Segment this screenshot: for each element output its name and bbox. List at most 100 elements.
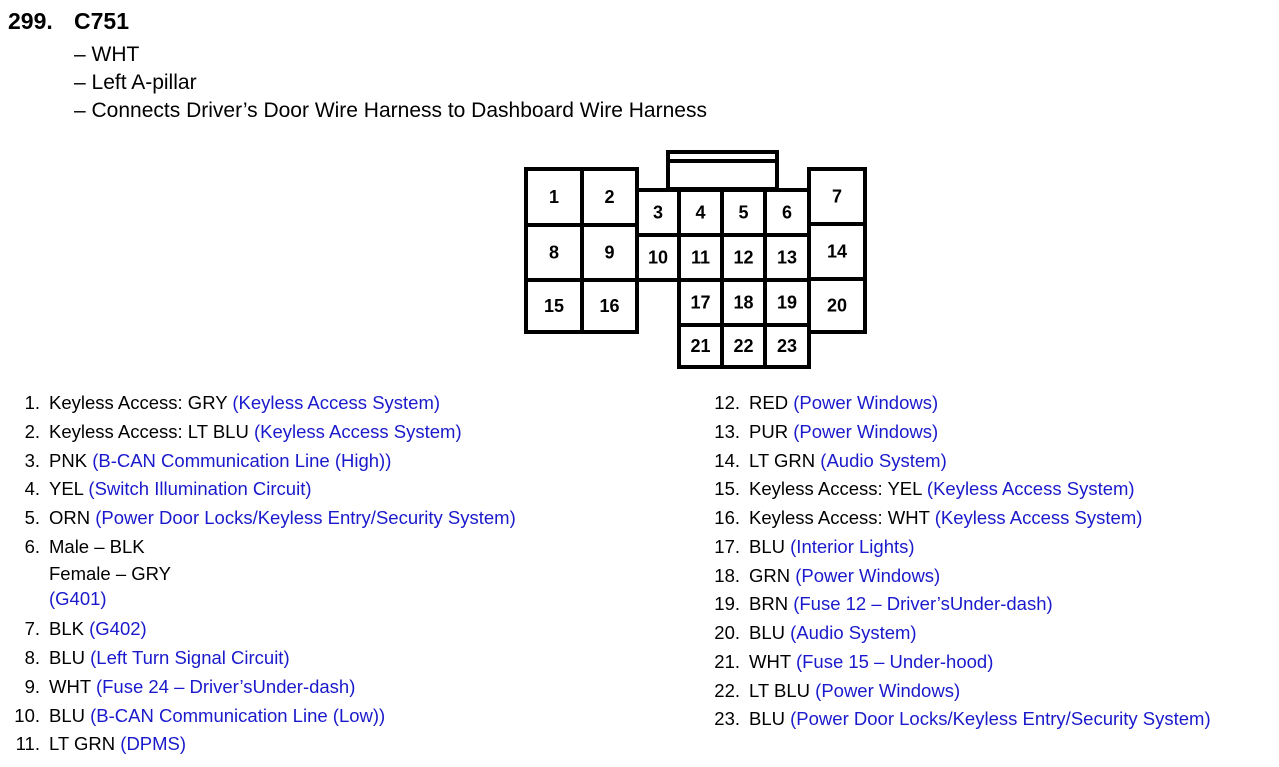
pin-circuit-link[interactable]: (Keyless Access System) [253, 420, 462, 442]
pin-number: 23. [714, 708, 740, 730]
pin-wire: LT BLU [749, 679, 811, 701]
pin-cell-label: 21 [690, 336, 710, 356]
pin-number: 22. [714, 679, 740, 701]
pin-list-item: 7.BLK (G402) [0, 615, 147, 644]
pin-circuit-link[interactable]: (Audio System) [790, 622, 917, 643]
pin-list-item: 10.BLU (B-CAN Communication Line (Low)) [0, 702, 385, 731]
pin-circuit-link[interactable]: (G402) [89, 618, 147, 640]
pin-circuit-link[interactable]: (Power Windows) [793, 392, 939, 413]
pin-cell: 17 [677, 278, 724, 327]
pin-wire: LT GRN [49, 733, 116, 755]
pin-circuit-link[interactable]: (G401) [49, 588, 107, 610]
pin-number: 1. [24, 392, 40, 413]
pin-list-item: 13.PUR (Power Windows) [700, 418, 938, 447]
pin-wire: ORN [49, 507, 91, 528]
pin-list-item: 17.BLU (Interior Lights) [700, 533, 915, 562]
pin-circuit-link[interactable]: (Power Windows) [815, 679, 961, 701]
pin-cell-box [524, 223, 584, 282]
pin-circuit-link[interactable]: (Fuse 24 – Driver’sUnder-dash) [95, 675, 356, 697]
connector-color: – WHT [74, 43, 140, 66]
pin-cell: 4 [677, 188, 724, 237]
pin-list-item: 19.BRN (Fuse 12 – Driver’sUnder-dash) [700, 590, 1053, 619]
pin-cell-label: 8 [549, 242, 559, 262]
pin-wire: GRN [749, 564, 791, 586]
pin-cell-label: 14 [827, 241, 847, 261]
page-title: 299. C751 [8, 8, 129, 35]
pin-cell: 10 [635, 233, 681, 282]
pin-number: 9. [24, 675, 40, 697]
pin-number: 18. [714, 564, 740, 586]
connector-code: C751 [74, 8, 129, 34]
pin-cell-label: 7 [832, 186, 842, 206]
pin-number: 3. [24, 449, 40, 471]
pin-circuit-link[interactable]: (Switch Illumination Circuit) [88, 478, 312, 500]
pin-wire: LT GRN [749, 449, 816, 471]
pin-cell-label: 17 [690, 292, 710, 312]
pin-number: 5. [24, 507, 40, 528]
pin-number: 8. [24, 647, 40, 669]
pin-cell: 22 [720, 323, 767, 369]
pin-list-item: 23. BLU (Power Door Locks/Keyless Entry/S… [700, 705, 1211, 734]
pin-circuit-link[interactable]: (B-CAN Communication Line (Low)) [90, 704, 386, 726]
pin-cell: 8 [524, 223, 584, 282]
connector-description: – Connects Driver’s Door Wire Harness to… [74, 99, 707, 122]
pin-list-item: 20.BLU (Audio System) [700, 619, 917, 648]
pin-wire: BLU [749, 535, 785, 557]
pin-list-item: 9. WHT (Fuse 24 – Driver’sUnder-dash) [0, 673, 356, 702]
pin-wire: PUR [749, 420, 789, 442]
pin-circuit-link[interactable]: (Keyless Access System) [934, 507, 1143, 528]
pin-number: 10. [14, 704, 40, 726]
pin-wire: Male – BLK [49, 535, 145, 557]
pin-number: 19. [714, 593, 740, 615]
pin-number: 16. [714, 507, 740, 528]
pin-cell-box [580, 278, 639, 334]
pin-cell: 16 [580, 278, 639, 334]
pin-cell: 9 [580, 223, 639, 282]
pin-list-item: 1.Keyless Access: GRY (Keyless Access Sy… [0, 389, 440, 418]
pin-list-item: 4.YEL (Switch Illumination Circuit) [0, 475, 312, 504]
connector-latch [666, 150, 779, 191]
pin-circuit-link[interactable]: (Keyless Access System) [926, 478, 1135, 500]
pin-cell: 18 [720, 278, 767, 327]
pin-circuit-link[interactable]: (Power Door Locks/Keyless Entry/Security… [790, 708, 1211, 730]
pin-cell-label: 13 [777, 247, 797, 267]
pin-wire: Keyless Access: LT BLU [49, 420, 249, 442]
pin-cell: 12 [720, 233, 767, 282]
pin-cell-label: 2 [604, 187, 614, 207]
pin-cell: 7 [807, 167, 867, 226]
pin-cell: 19 [763, 278, 811, 327]
pin-cell-label: 23 [777, 336, 797, 356]
pin-circuit-link[interactable]: (DPMS) [120, 733, 187, 755]
pin-cell: 3 [635, 188, 681, 237]
pin-circuit-link[interactable]: (Left Turn Signal Circuit) [90, 647, 290, 669]
pin-circuit-link[interactable]: (Fuse 15 – Under-hood) [795, 650, 994, 672]
pin-cell-box [763, 278, 811, 327]
pin-circuit-link[interactable]: (Audio System) [820, 449, 947, 471]
pin-number: 14. [714, 449, 740, 471]
pin-number: 12. [714, 392, 740, 413]
pin-cell-label: 9 [604, 242, 614, 262]
pin-number: 21. [714, 650, 740, 672]
pin-circuit-link[interactable]: (Interior Lights) [790, 535, 915, 557]
pin-wire: RED [749, 392, 789, 413]
pin-cell-label: 5 [738, 202, 748, 222]
pin-list-item: 8. BLU (Left Turn Signal Circuit) [0, 644, 290, 673]
pin-circuit-link[interactable]: (B-CAN Communication Line (High)) [92, 449, 392, 471]
pin-cell: 11 [677, 233, 724, 282]
pin-wire: WHT [49, 675, 91, 697]
pin-circuit-link[interactable]: (Power Door Locks/Keyless Entry/Security… [95, 507, 516, 528]
pin-wire-alt: Female – GRY [49, 563, 172, 585]
pin-wire: BLU [49, 647, 85, 669]
pin-wire: BLU [749, 708, 785, 730]
pin-circuit-link[interactable]: (Keyless Access System) [232, 392, 441, 413]
pin-circuit-link[interactable]: (Power Windows) [793, 420, 939, 442]
connector-location: – Left A-pillar [74, 71, 197, 94]
pin-cell: 21 [677, 323, 724, 369]
pin-list-item: 3.PNK (B-CAN Communication Line (High)) [0, 447, 392, 476]
pin-circuit-link[interactable]: (Power Windows) [795, 564, 941, 586]
pin-circuit-link[interactable]: (Fuse 12 – Driver’sUnder-dash) [793, 593, 1053, 615]
pin-wire: BLK [49, 618, 84, 640]
pin-wire: Keyless Access: WHT [749, 507, 930, 528]
section-number: 299. [8, 8, 53, 34]
